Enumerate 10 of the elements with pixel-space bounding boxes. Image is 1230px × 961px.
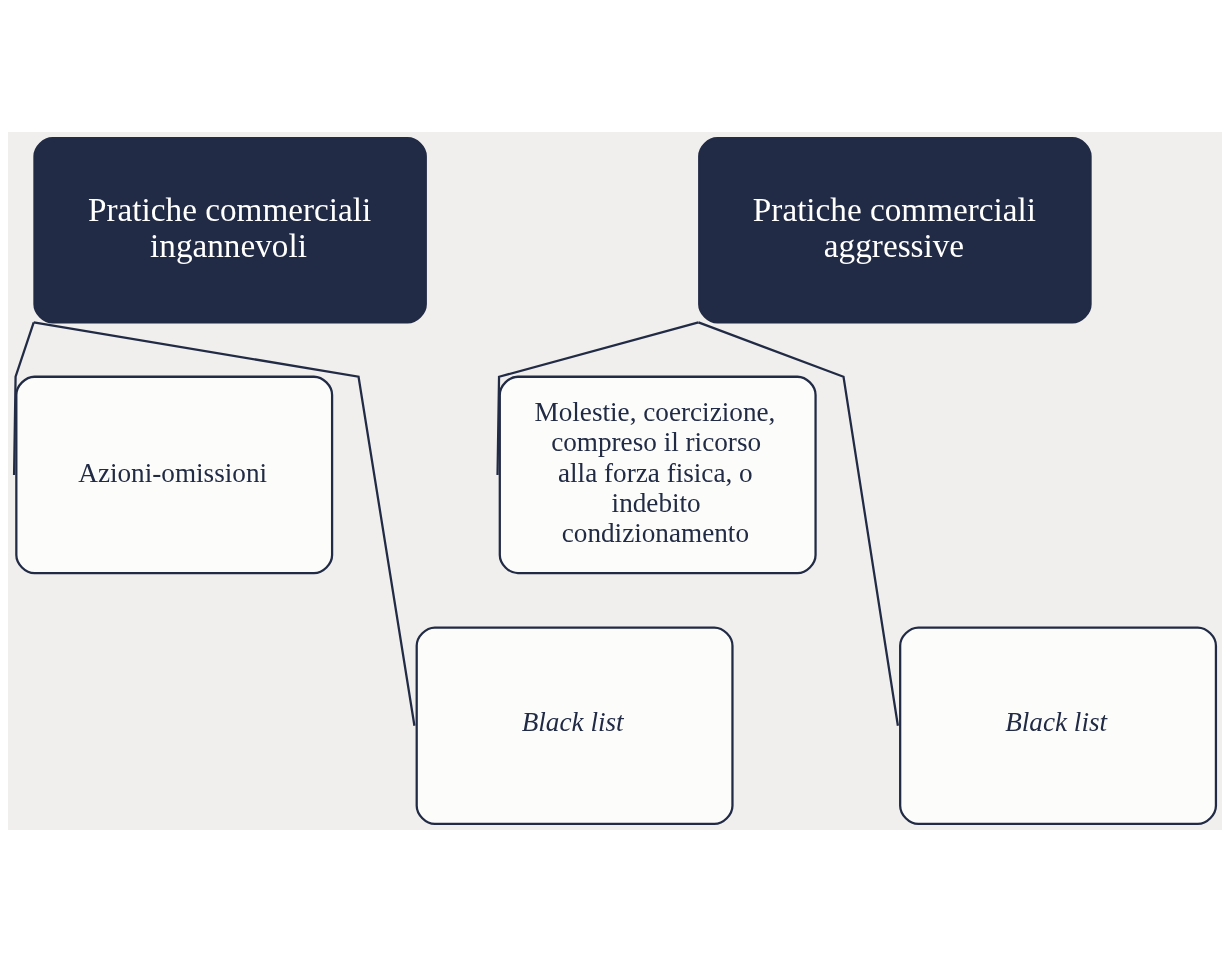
node-box: Black list — [415, 625, 734, 825]
node-box: Molestie, coercizione, compreso il ricorso alla forza fisica, o indebito condizionamento — [498, 375, 817, 574]
connector — [12, 321, 35, 475]
node-box: Pratiche commerciali ingannevoli — [33, 136, 427, 323]
connector — [33, 320, 416, 726]
connector — [698, 320, 900, 726]
node-box: Black list — [899, 625, 1218, 825]
node-box: Pratiche commerciali aggressive — [698, 136, 1092, 323]
connector — [496, 320, 699, 475]
node-box: Azioni-omissioni — [15, 375, 334, 574]
